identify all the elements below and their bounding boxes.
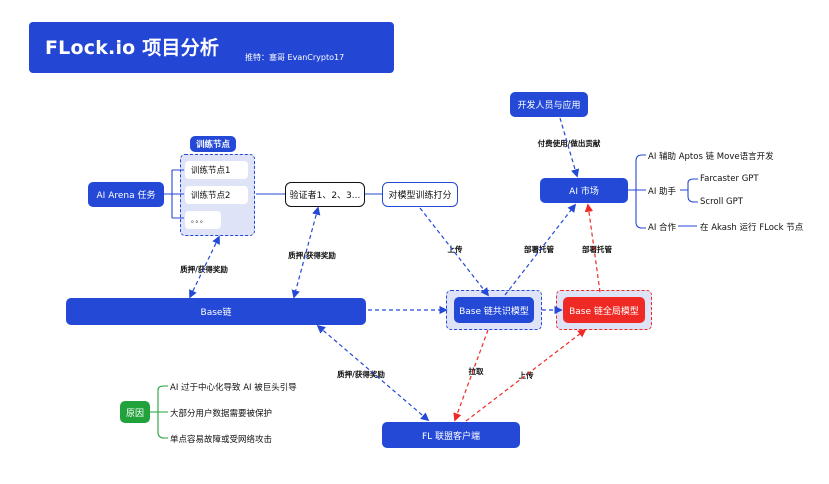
branch-ai-assist-aptos: AI 辅助 Aptos 链 Move语言开发 <box>648 152 774 162</box>
reasons-node: 原因 <box>120 401 150 423</box>
branch-ai-assistant: AI 助手 <box>648 187 677 197</box>
training-node-2: 训练节点2 <box>185 186 248 204</box>
base-chain-node: Base链 <box>66 298 366 325</box>
base-global-model-node: Base 链全局模型 <box>563 297 645 323</box>
validators-node: 验证者1、2、3... <box>285 182 365 207</box>
edge-label-stake-reward-training: 质押/获得奖励 <box>180 265 228 274</box>
edge-label-pull: 拉取 <box>468 367 484 376</box>
page-subtitle: 推特：塞哥 EvanCrypto17 <box>245 53 345 62</box>
edge-label-pay-contribute: 付费使用/做出贡献 <box>537 139 601 148</box>
training-nodes-title: 训练节点 <box>190 136 236 152</box>
page-title: FLock.io 项目分析 <box>45 37 220 59</box>
training-node-more: 。。。 <box>185 211 221 229</box>
branch-akash-flock-node: 在 Akash 运行 FLock 节点 <box>700 223 804 233</box>
branch-ai-cooperation: AI 合作 <box>648 223 677 233</box>
branch-farcaster-gpt: Farcaster GPT <box>700 174 759 184</box>
score-models-node: 对模型训练打分 <box>382 182 458 207</box>
branch-scroll-gpt: Scroll GPT <box>700 197 743 207</box>
ai-arena-node: AI Arena 任务 <box>88 182 164 207</box>
fl-client-node: FL 联盟客户端 <box>382 422 520 448</box>
edge-label-deploy-consensus: 部署托管 <box>524 245 554 254</box>
edge-label-deploy-global: 部署托管 <box>582 245 612 254</box>
edge-label-stake-reward-fl: 质押/获得奖励 <box>337 370 385 379</box>
dev-users-node: 开发人员与应用 <box>510 92 588 117</box>
training-node-1: 训练节点1 <box>185 161 248 179</box>
base-consensus-model-node: Base 链共识模型 <box>454 297 534 323</box>
edge-label-upload-consensus: 上传 <box>447 245 463 254</box>
edge-label-stake-reward-validators: 质押/获得奖励 <box>288 251 336 260</box>
training-nodes-group: 训练节点1 训练节点2 。。。 <box>180 154 255 236</box>
reason-single-point-failure: 单点容易故障或受网络攻击 <box>170 435 273 445</box>
reason-data-protection: 大部分用户数据需要被保护 <box>170 409 273 419</box>
title-banner: FLock.io 项目分析 推特：塞哥 EvanCrypto17 <box>29 22 394 73</box>
ai-market-node: AI 市场 <box>540 178 628 203</box>
reason-centralization: AI 过于中心化导致 AI 被巨头引导 <box>170 383 297 393</box>
edge-label-upload-global: 上传 <box>518 371 534 380</box>
